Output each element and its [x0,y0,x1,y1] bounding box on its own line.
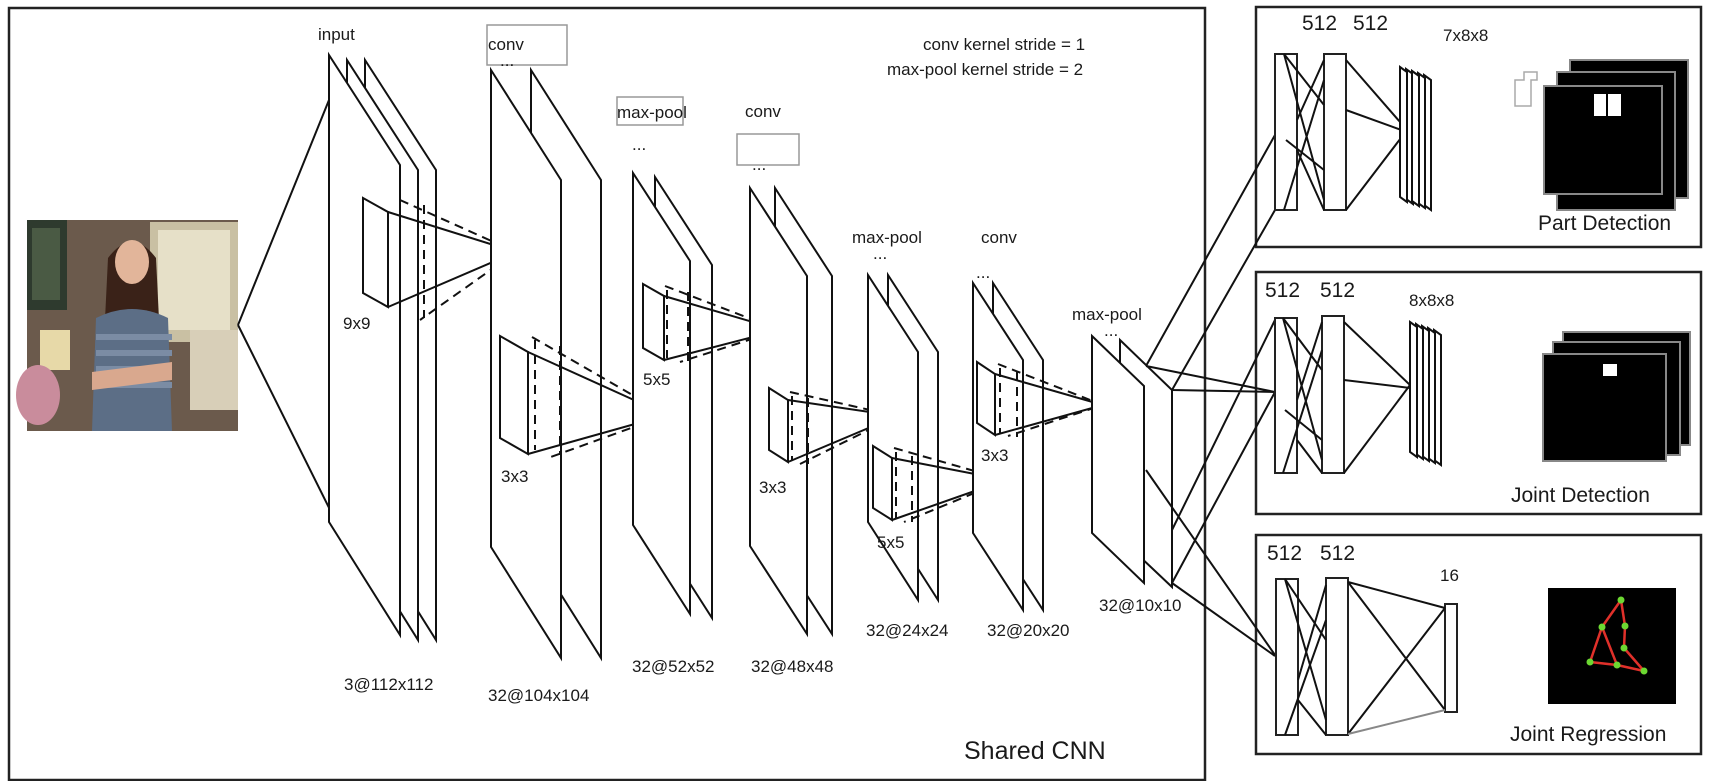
shared-cnn-frame [7,6,1207,781]
label-pool1: max-pool [617,103,687,122]
part-small-glyph [1514,71,1538,107]
joint-regression-frame [1254,533,1703,756]
kernel-3x3-c [976,360,996,437]
joint-fc1-label: 512 [1265,279,1300,302]
part-out-label: 7x8x8 [1443,26,1488,45]
label-pool3: max-pool [1072,305,1142,324]
stride-pool-note: max-pool kernel stride = 2 [887,60,1083,79]
kernel-5x5-b [872,444,893,522]
kernel-label-3x3-b: 3x3 [759,478,786,497]
label-conv1: conv [488,35,524,54]
part-detection-frame [1254,5,1703,249]
conv3-layer [972,279,1044,614]
kernel-3x3-a [499,334,529,456]
size-pool2: 32@24x24 [866,621,949,640]
ellipsis-pool2: ... [873,244,887,263]
ellipsis-pool1: ... [632,135,646,154]
part-output-stack [1399,65,1432,212]
regression-output [1444,603,1458,713]
size-conv2: 32@48x48 [751,657,834,676]
joint-output-stack [1409,320,1442,467]
part-fc1-label: 512 [1302,12,1337,35]
kernel-label-3x3-c: 3x3 [981,446,1008,465]
pool3-layer [1091,333,1173,590]
part-fc2 [1323,53,1347,211]
part-detection-title: Part Detection [1538,212,1671,235]
ellipsis-pool3: ... [1104,321,1118,340]
kernel-label-5x5-a: 5x5 [643,370,670,389]
kernel-3x3-b [768,386,789,464]
pool1-layer [632,169,713,622]
regression-fc1-label: 512 [1267,542,1302,565]
stride-conv-note: conv kernel stride = 1 [923,35,1085,54]
joint-detection-title: Joint Detection [1511,484,1650,507]
part-fc2-label: 512 [1353,12,1388,35]
ellipsis-conv1: ... [500,51,514,70]
regression-fc1 [1275,578,1299,736]
skeleton-image [1548,588,1676,704]
joint-out-label: 8x8x8 [1409,291,1454,310]
regression-fc2 [1325,577,1349,736]
kernel-label-5x5-b: 5x5 [877,533,904,552]
ellipsis-conv2: ... [752,155,766,174]
joint-fc1 [1274,317,1298,474]
joint-fc2 [1321,315,1345,474]
part-heatmap-stack [1543,59,1689,211]
label-conv2: conv [745,102,781,121]
pool2-layer [867,271,939,604]
input-layer [328,51,437,644]
kernel-label-3x3-a: 3x3 [501,467,528,486]
size-conv1: 32@104x104 [488,686,589,705]
kernel-9x9 [362,196,389,309]
ellipsis-conv3: ... [976,263,990,282]
size-pool1: 32@52x52 [632,657,715,676]
label-input: input [318,25,355,44]
label-conv3: conv [981,228,1017,247]
input-photo [16,220,238,431]
kernel-label-9x9: 9x9 [343,314,370,333]
size-conv3: 32@20x20 [987,621,1070,640]
size-input: 3@112x112 [344,675,433,694]
joint-detection-frame [1254,270,1703,516]
shared-cnn-title: Shared CNN [964,737,1106,765]
joint-fc2-label: 512 [1320,279,1355,302]
kernel-5x5-a [642,282,665,362]
regression-out-label: 16 [1440,566,1459,585]
label-pool2: max-pool [852,228,922,247]
size-pool3: 32@10x10 [1099,596,1182,615]
joint-heatmap-stack [1542,331,1691,462]
regression-fc2-label: 512 [1320,542,1355,565]
part-fc1 [1274,53,1298,211]
joint-regression-title: Joint Regression [1510,723,1666,746]
